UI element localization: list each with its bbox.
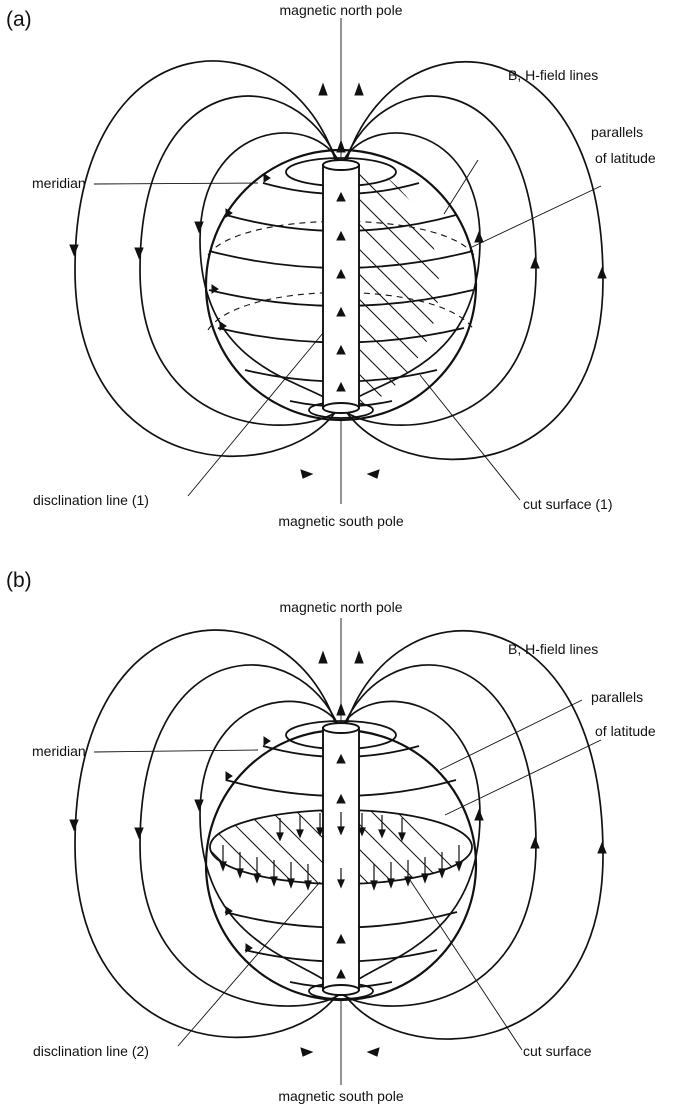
panel-a: (a) <box>6 2 656 529</box>
field-lines <box>74 629 604 1040</box>
earth-sphere <box>204 720 478 1002</box>
panel-label: (b) <box>6 569 32 592</box>
disclination-tube <box>322 722 360 996</box>
panel-b: (b) <box>6 569 656 1104</box>
cut-surface-label: cut surface <box>523 1043 592 1059</box>
field-lines-label: B, H-field lines <box>508 67 598 83</box>
latitude-label: of latitude <box>595 723 656 739</box>
meridian-label: meridian <box>32 743 86 759</box>
south-pole-label: magnetic south pole <box>278 1088 404 1104</box>
leader-lines <box>93 18 602 504</box>
disclination-tube <box>322 159 360 414</box>
cut-surface-hatching <box>210 810 472 884</box>
north-pole-label: magnetic north pole <box>280 2 403 18</box>
flux-arrows <box>69 650 607 1057</box>
field-lines-label: B, H-field lines <box>508 641 598 657</box>
cut-surface-down-arrows <box>219 812 463 891</box>
flux-arrows <box>69 82 607 479</box>
leader-lines <box>93 618 602 1085</box>
south-pole-label: magnetic south pole <box>278 513 404 529</box>
meridian-label: meridian <box>32 175 86 191</box>
parallels-label: parallels <box>591 124 643 140</box>
disclination-label: disclination line (2) <box>33 1043 149 1059</box>
cut-surface-label: cut surface (1) <box>523 496 612 512</box>
panel-label: (a) <box>6 8 32 31</box>
north-pole-label: magnetic north pole <box>280 599 403 615</box>
latitude-label: of latitude <box>595 150 656 166</box>
parallels-label: parallels <box>591 689 643 705</box>
disclination-label: disclination line (1) <box>33 492 149 508</box>
